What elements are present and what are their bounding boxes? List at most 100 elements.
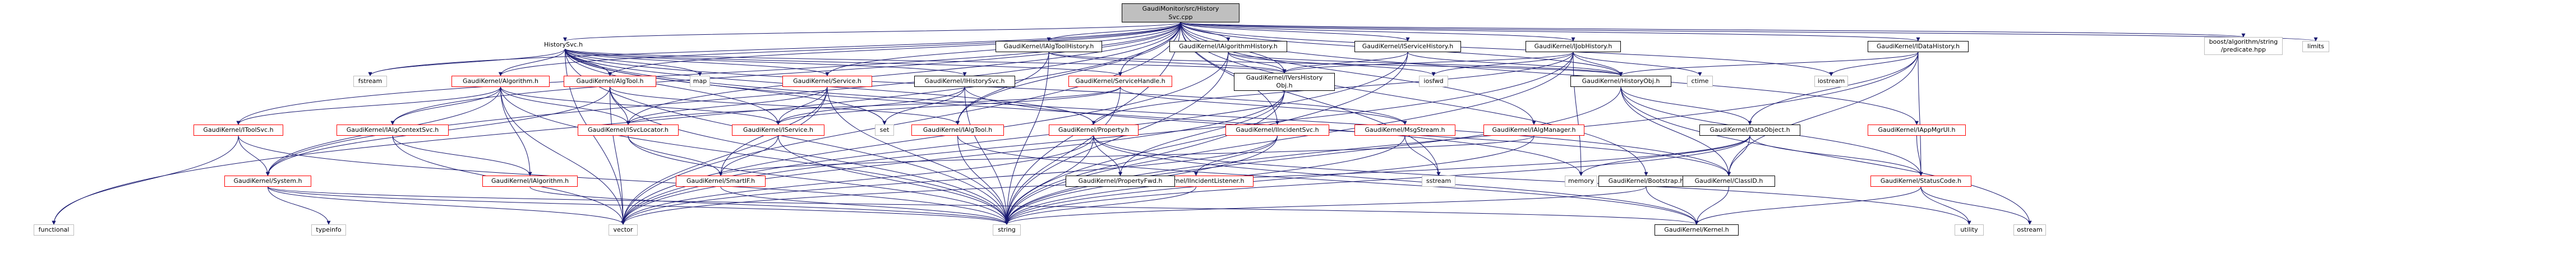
edge-root-to-algtoolh xyxy=(608,22,1181,76)
edge-datahistory-to-classid xyxy=(1727,52,1919,176)
node-vector: vector xyxy=(609,224,638,236)
edge-iversionedhistory-to-propertyfwd xyxy=(1118,90,1285,176)
edge-historysvch-to-iservice xyxy=(565,48,780,125)
edge-ialgmanager-to-smartif xyxy=(718,135,1534,176)
edge-servicehandle-to-msgstream xyxy=(1120,86,1407,125)
edge-jobhistory-to-iversionedhistory xyxy=(1282,52,1574,73)
edge-dataobject-to-memory xyxy=(1579,135,1750,176)
edge-root-to-system xyxy=(266,22,1181,176)
node-map: map xyxy=(690,76,710,87)
edge-dataobject-to-string xyxy=(1004,135,1750,225)
node-ialgmanager[interactable]: GaudiKernel/IAlgManager.h xyxy=(1483,125,1584,136)
edge-ialgorithm-to-string xyxy=(529,186,1009,225)
node-iappmgrui[interactable]: GaudiKernel/IAppMgrUI.h xyxy=(1868,125,1966,136)
edge-historysvch-to-serviceh xyxy=(565,48,830,76)
edge-historysvch-to-ihistorysvc xyxy=(565,48,967,76)
edge-ialgtool-to-kernelh xyxy=(957,135,1699,225)
edge-iincidentsvc-to-iincidentlistener xyxy=(1194,135,1278,176)
edge-root-to-datahistory xyxy=(1180,22,1920,42)
node-itoolsvc[interactable]: GaudiKernel/IToolSvc.h xyxy=(193,125,283,136)
node-isvclocator[interactable]: GaudiKernel/ISvcLocator.h xyxy=(578,125,679,136)
edge-isvclocator-to-smartif xyxy=(628,135,723,176)
edge-servicehistory-to-vector xyxy=(621,52,1408,225)
node-jobhistory[interactable]: GaudiKernel/IJobHistory.h xyxy=(1526,41,1621,52)
edge-propertyh-to-utility xyxy=(1093,135,1971,225)
edge-algtoolhistory-to-ialgtool xyxy=(956,52,1049,125)
node-statuscode[interactable]: GaudiKernel/StatusCode.h xyxy=(1870,176,1971,187)
edge-serviceh-to-iservice xyxy=(776,86,828,125)
edge-algtoolhistory-to-iversionedhistory xyxy=(1048,52,1287,73)
node-serviceh[interactable]: GaudiKernel/Service.h xyxy=(782,76,872,87)
edge-algorithmh-to-string xyxy=(500,86,1009,225)
edge-root-to-fstream xyxy=(368,22,1181,76)
node-bootstrap[interactable]: GaudiKernel/Bootstrap.h xyxy=(1598,176,1694,187)
node-algtoolh[interactable]: GaudiKernel/AlgTool.h xyxy=(564,76,656,87)
edge-historyobj-to-string xyxy=(1004,86,1621,225)
edge-algorithmh-to-ialgcontextsvc xyxy=(390,86,501,125)
edge-historyobj-to-classid xyxy=(1620,86,1731,176)
edge-algorithmhistory-to-vector xyxy=(621,52,1229,225)
node-ihistorysvc[interactable]: GaudiKernel/IHistorySvc.h xyxy=(914,76,1015,87)
node-algorithmh[interactable]: GaudiKernel/Algorithm.h xyxy=(451,76,550,87)
edge-iappmgrui-to-statuscode xyxy=(1916,135,1923,176)
node-datahistory[interactable]: GaudiKernel/IDataHistory.h xyxy=(1868,41,1969,52)
node-memory: memory xyxy=(1565,176,1597,187)
edge-algtoolhistory-to-string xyxy=(1004,52,1049,225)
edge-datahistory-to-statuscode xyxy=(1918,52,1923,176)
node-algorithmhistory[interactable]: GaudiKernel/IAlgorithmHistory.h xyxy=(1169,41,1287,52)
node-classid[interactable]: GaudiKernel/ClassID.h xyxy=(1683,176,1775,187)
edge-iincidentlistener-to-string xyxy=(1004,186,1196,225)
node-historysvch[interactable]: HistorySvc.h xyxy=(544,41,583,48)
edge-ialgtool-to-string xyxy=(957,135,1009,225)
edge-algorithmh-to-vector xyxy=(500,86,625,225)
edge-itoolsvc-to-string xyxy=(238,135,1009,225)
edge-root-to-iostream xyxy=(1180,22,1833,76)
edge-propertyh-to-string xyxy=(1004,135,1094,225)
node-ostream: ostream xyxy=(2013,224,2046,236)
edge-serviceh-to-string xyxy=(827,86,1009,225)
node-iincidentsvc[interactable]: GaudiKernel/IIncidentSvc.h xyxy=(1225,125,1329,136)
edges-layer xyxy=(52,22,2317,225)
edge-propertyh-to-kernelh xyxy=(1093,135,1699,225)
edge-ihistorysvc-to-string xyxy=(964,86,1009,225)
node-servicehistory[interactable]: GaudiKernel/IServiceHistory.h xyxy=(1354,41,1461,52)
edge-propertyh-to-propertyfwd xyxy=(1093,135,1122,176)
edge-algorithmh-to-ialgorithm xyxy=(500,86,532,176)
edge-root-to-isvclocator xyxy=(626,22,1181,125)
edge-algorithmhistory-to-historyobj xyxy=(1228,52,1623,76)
node-smartif[interactable]: GaudiKernel/SmartIF.h xyxy=(676,176,766,187)
node-ctime: ctime xyxy=(1687,76,1713,87)
node-algtoolhistory[interactable]: GaudiKernel/IAlgToolHistory.h xyxy=(996,41,1102,52)
edge-ihistorysvc-to-classid xyxy=(964,86,1731,176)
node-utility: utility xyxy=(1955,224,1984,236)
node-propertyfwd[interactable]: GaudiKernel/PropertyFwd.h xyxy=(1066,176,1175,187)
edge-root-to-jobhistory xyxy=(1180,22,1575,42)
node-dataobject[interactable]: GaudiKernel/DataObject.h xyxy=(1699,125,1800,136)
edge-jobhistory-to-string xyxy=(1004,52,1574,225)
edge-datahistory-to-dataobject xyxy=(1748,52,1919,125)
edge-algtoolh-to-string xyxy=(610,86,1009,225)
node-servicehandle[interactable]: GaudiKernel/ServiceHandle.h xyxy=(1068,76,1172,87)
node-ialgcontextsvc[interactable]: GaudiKernel/IAlgContextSvc.h xyxy=(337,125,449,136)
node-ialgorithm[interactable]: GaudiKernel/IAlgorithm.h xyxy=(482,176,578,187)
node-propertyh[interactable]: GaudiKernel/Property.h xyxy=(1049,125,1139,136)
edge-iservice-to-smartif xyxy=(718,135,778,176)
node-historyobj[interactable]: GaudiKernel/HistoryObj.h xyxy=(1570,76,1671,87)
node-msgstream[interactable]: GaudiKernel/MsgStream.h xyxy=(1354,125,1455,136)
edge-root-to-algorithmh xyxy=(499,22,1181,76)
edge-system-to-kernelh xyxy=(268,186,1699,225)
node-iservice[interactable]: GaudiKernel/IService.h xyxy=(732,125,824,136)
edge-isvclocator-to-string xyxy=(628,135,1009,225)
edge-algorithmhistory-to-string xyxy=(1004,52,1229,225)
node-kernelh[interactable]: GaudiKernel/Kernel.h xyxy=(1655,224,1739,236)
node-ialgtool[interactable]: GaudiKernel/IAlgTool.h xyxy=(911,125,1004,136)
node-sstream: sstream xyxy=(1422,176,1455,187)
node-limits: limits xyxy=(2302,41,2329,52)
edge-itoolsvc-to-system xyxy=(238,135,270,176)
edge-historyobj-to-ostream xyxy=(1620,86,2032,225)
node-boostpred: boost/algorithm/string/predicate.hpp xyxy=(2204,37,2283,55)
node-system[interactable]: GaudiKernel/System.h xyxy=(224,176,311,187)
